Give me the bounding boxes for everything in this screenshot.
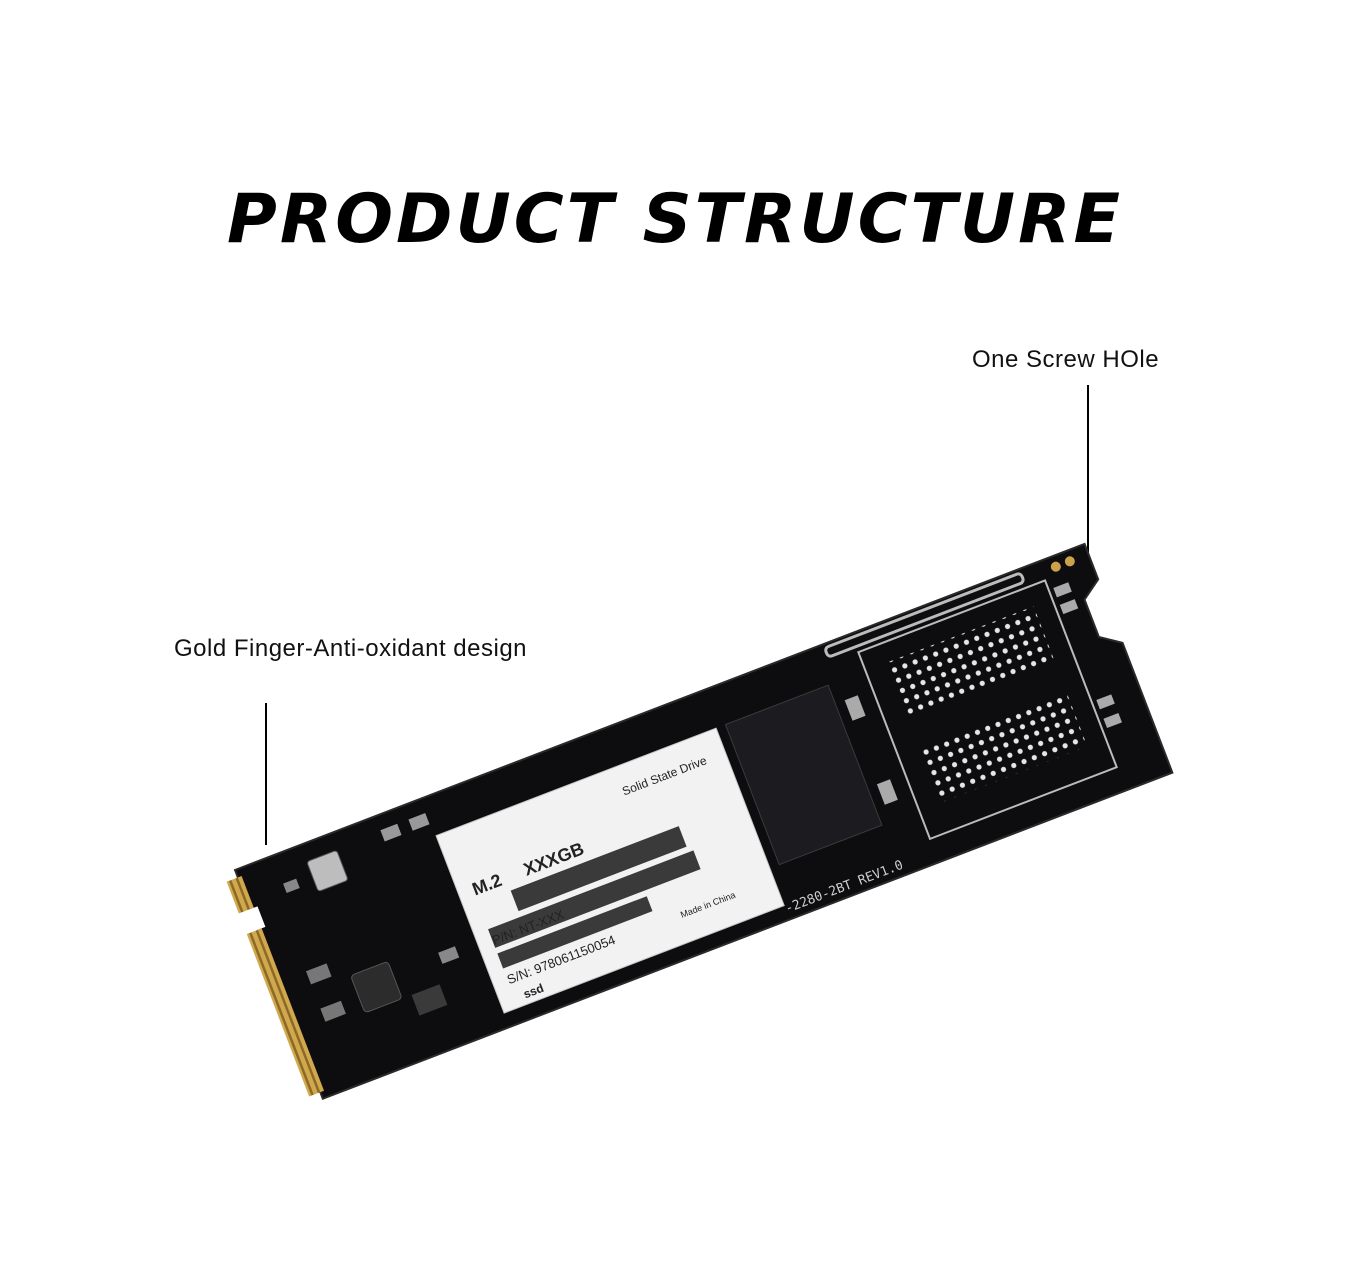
gold-finger-small xyxy=(226,876,254,914)
gold-finger-leader-line xyxy=(265,703,267,845)
ssd-product-label: Solid State Drive M.2 XXXGB P/N: NT-XXX … xyxy=(435,727,785,1014)
screw-hole-leader-line xyxy=(1087,385,1089,590)
pcb-board: Solid State Drive M.2 XXXGB P/N: NT-XXX … xyxy=(226,542,1174,1101)
nand-bga-footprint xyxy=(857,579,1119,841)
screw-hole-callout: One Screw HOle xyxy=(972,346,1160,373)
label-brand: ssd xyxy=(521,981,545,1001)
controller-chip xyxy=(724,684,883,866)
gold-finger-callout: Gold Finger-Anti-oxidant design xyxy=(174,635,528,662)
page-title: PRODUCT STRUCTURE xyxy=(227,180,1123,259)
gold-finger-main xyxy=(246,928,325,1097)
